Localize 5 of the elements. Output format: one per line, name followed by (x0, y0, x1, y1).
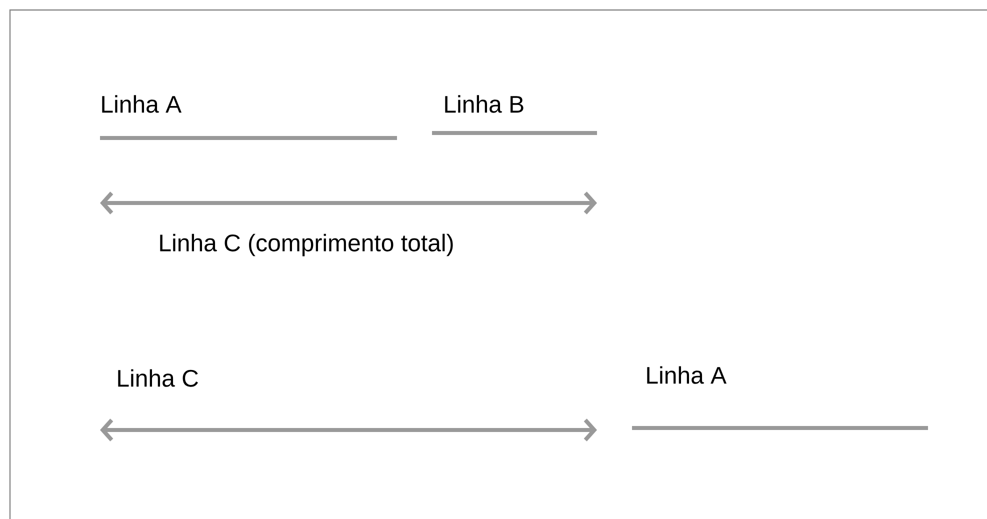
line-label: Linha A (647, 366, 727, 384)
line-label: Linha C (comprimento total) (160, 234, 453, 256)
line-label: Linha B (445, 95, 524, 113)
line-label: Linha A (102, 95, 182, 113)
line-label: Linha C (118, 369, 198, 387)
